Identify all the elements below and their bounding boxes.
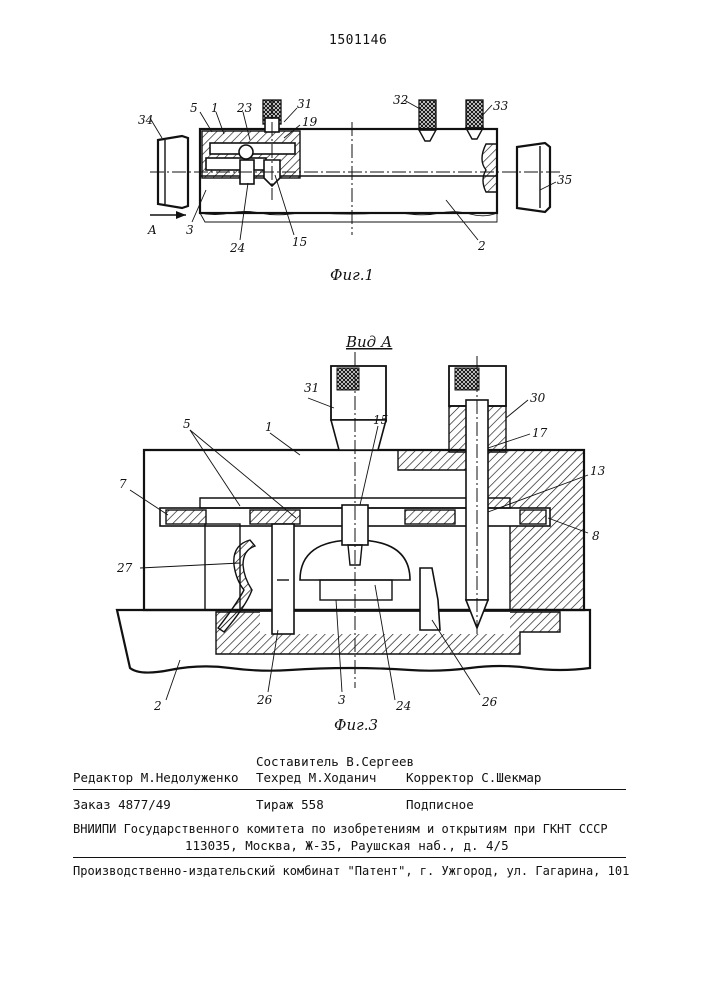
fig1-label-19: 19 [302, 115, 318, 129]
fig1-tool-32 [419, 100, 436, 130]
fig1-label-33: 33 [493, 99, 509, 113]
fig1-label-3: 3 [186, 223, 194, 237]
rule-2 [73, 857, 626, 858]
fig1-label-31: 31 [297, 97, 312, 111]
fig3-label-30: 30 [530, 391, 546, 405]
fig3-view-title: Вид А [345, 333, 392, 351]
fig1-label-24: 24 [229, 241, 245, 255]
figure-3: Вид А [116, 333, 606, 734]
fig1-tool-33 [466, 100, 483, 128]
subscription-line: Подписное [406, 797, 474, 812]
fig3-label-26-left: 26 [256, 693, 273, 707]
rule-1 [73, 789, 626, 790]
fig3-label-24: 24 [395, 699, 411, 713]
fig3-label-17: 17 [532, 426, 548, 440]
fig3-label-31: 31 [304, 381, 319, 395]
vniipi-line: ВНИИПИ Государственного комитета по изоб… [73, 822, 608, 836]
editor-line: Редактор М.Недолуженко [73, 770, 239, 785]
fig3-label-26-right: 26 [481, 695, 498, 709]
fig1-label-1: 1 [211, 101, 219, 115]
fig1-caption: Фиг.1 [330, 266, 374, 284]
fig1-label-32: 32 [393, 93, 408, 107]
fig1-label-34: 34 [138, 113, 153, 127]
fig3-label-1: 1 [265, 420, 273, 434]
techred-line: Техред М.Ходанич [256, 770, 376, 785]
fig1-label-35: 35 [557, 173, 572, 187]
fig1-label-2: 2 [477, 239, 486, 253]
fig3-caption: Фиг.3 [334, 716, 378, 734]
compiler-line: Составитель В.Сергеев [256, 754, 414, 769]
fig3-label-2: 2 [153, 699, 162, 713]
address-line: 113035, Москва, Ж-35, Раушская наб., д. … [185, 838, 509, 853]
fig3-label-15: 15 [373, 413, 388, 427]
fig3-label-3: 3 [338, 693, 346, 707]
fig1-label-A: A [147, 223, 157, 237]
fig3-label-7: 7 [119, 477, 127, 491]
fig1-jaw-35 [517, 143, 550, 212]
fig3-part-3 [320, 580, 392, 600]
publisher-line: Производственно-издательский комбинат "П… [73, 864, 629, 878]
fig3-label-13: 13 [590, 464, 606, 478]
fig1-label-15: 15 [292, 235, 307, 249]
fig1-label-5: 5 [190, 101, 198, 115]
order-line: Заказ 4877/49 [73, 797, 171, 812]
figure-1: 34 5 1 23 31 19 32 33 35 A 3 24 15 2 Фиг… [138, 93, 572, 284]
fig3-label-8: 8 [592, 529, 600, 543]
fig3-pin-26-left [272, 524, 294, 634]
circulation-line: Тираж 558 [256, 797, 324, 812]
fig3-pin-26-right [420, 568, 440, 630]
fig1-label-23: 23 [236, 101, 253, 115]
corrector-line: Корректор С.Шекмар [406, 770, 541, 785]
fig3-label-27: 27 [116, 561, 133, 575]
fig3-label-5: 5 [183, 417, 191, 431]
